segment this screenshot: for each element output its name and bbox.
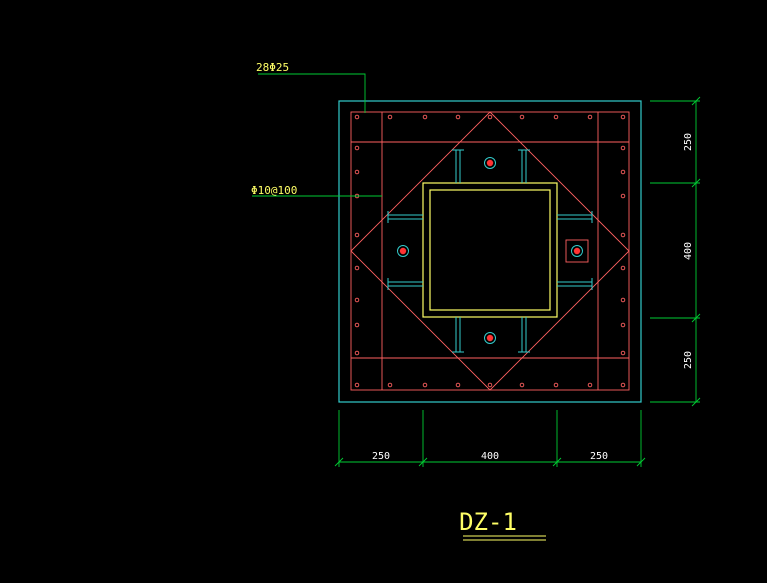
stud-top-right — [518, 149, 530, 183]
dim-right-2: 400 — [683, 242, 694, 260]
stud-top-left — [452, 149, 464, 183]
rebar-dot — [553, 114, 559, 120]
rebar-dot — [487, 114, 493, 120]
rebar-dot — [354, 145, 360, 151]
steel-box-section — [422, 182, 558, 318]
rebar-dot — [354, 114, 360, 120]
rebar-dot — [455, 114, 461, 120]
rebar-dot — [553, 382, 559, 388]
rebar-dot — [387, 114, 393, 120]
rebar-dot — [620, 169, 626, 175]
rebar-dot — [487, 382, 493, 388]
rebar-dot — [587, 114, 593, 120]
rebar-dot — [620, 114, 626, 120]
stud-bottom-right — [518, 317, 530, 353]
rebar-dot — [354, 297, 360, 303]
bolt-left — [397, 245, 409, 257]
rebar-dot — [422, 114, 428, 120]
column-outline — [338, 100, 642, 403]
dim-bottom-2: 400 — [481, 451, 499, 462]
outer-stirrup — [350, 111, 630, 391]
rebar-dot — [620, 297, 626, 303]
rebar-dot — [620, 193, 626, 199]
rebar-dot — [354, 350, 360, 356]
rebar-dot — [354, 169, 360, 175]
steel-box-outer — [422, 182, 558, 318]
leader-bars — [258, 73, 366, 113]
stud-bottom-left — [452, 317, 464, 353]
rebar-dot — [422, 382, 428, 388]
dim-bottom-3: 250 — [590, 451, 608, 462]
dimension-right — [650, 96, 701, 407]
leader-lines — [252, 73, 382, 197]
longitudinal-bars — [354, 114, 626, 388]
rebar-dot — [354, 322, 360, 328]
rebar-dot — [620, 322, 626, 328]
rebar-dot — [387, 382, 393, 388]
rebar-dot — [620, 350, 626, 356]
bolt-top — [484, 157, 496, 169]
stud-right-top — [557, 211, 593, 223]
diamond-stirrup — [350, 111, 630, 391]
rebar-dot — [620, 145, 626, 151]
callout-longitudinal-bars: 28Φ25 — [256, 61, 289, 74]
steel-box-inner — [429, 189, 551, 311]
rebar-dot — [354, 382, 360, 388]
rebar-cage — [350, 111, 630, 391]
rebar-dot — [620, 232, 626, 238]
drawing-title: DZ-1 — [459, 508, 517, 536]
rebar-dot — [354, 265, 360, 271]
dim-right-1: 250 — [683, 133, 694, 151]
rebar-dot — [620, 265, 626, 271]
dim-right-3: 250 — [683, 351, 694, 369]
callout-stirrups: Φ10@100 — [251, 184, 297, 197]
rebar-dot — [620, 382, 626, 388]
stud-left-top — [387, 211, 423, 223]
rebar-dot — [519, 382, 525, 388]
bolt-bottom — [484, 332, 496, 344]
dimension-bottom — [334, 410, 646, 467]
rebar-dot — [455, 382, 461, 388]
stud-left-bottom — [387, 278, 423, 290]
rebar-dot — [587, 382, 593, 388]
bolt-right — [565, 239, 589, 263]
anchor-bolts — [397, 157, 589, 344]
steel-stiffeners — [387, 149, 593, 353]
rebar-dot — [354, 232, 360, 238]
rebar-dot — [519, 114, 525, 120]
stud-right-bottom — [557, 278, 593, 290]
dim-bottom-1: 250 — [372, 451, 390, 462]
